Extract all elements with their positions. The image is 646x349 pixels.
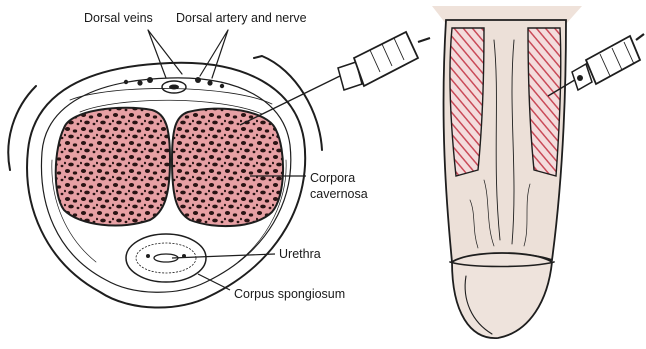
leader-spongiosum	[198, 274, 230, 290]
label-corpora-line2: cavernosa	[310, 187, 368, 201]
leader-dorsal-veins	[148, 30, 182, 78]
label-dorsal-veins: Dorsal veins	[84, 11, 153, 25]
corpus-cavernosum-left	[56, 108, 170, 226]
leader-urethra	[172, 254, 275, 258]
shaft-view	[432, 6, 644, 338]
leader-dorsal-artery	[200, 30, 228, 78]
skin-flap-left	[8, 86, 36, 170]
label-corpus-spongiosum: Corpus spongiosum	[234, 287, 345, 301]
label-urethra: Urethra	[279, 247, 321, 261]
cross-section: Dorsal veins Dorsal artery and nerve Cor…	[8, 11, 430, 308]
label-dorsal-artery-nerve: Dorsal artery and nerve	[176, 11, 307, 25]
label-corpora-line1: Corpora	[310, 171, 355, 185]
corpus-cavernosum-right	[172, 109, 283, 227]
shaft-corpus-right	[528, 28, 561, 176]
corpus-spongiosum	[126, 234, 206, 282]
syringe-left	[240, 32, 430, 125]
shaft-corpus-left	[450, 28, 484, 176]
